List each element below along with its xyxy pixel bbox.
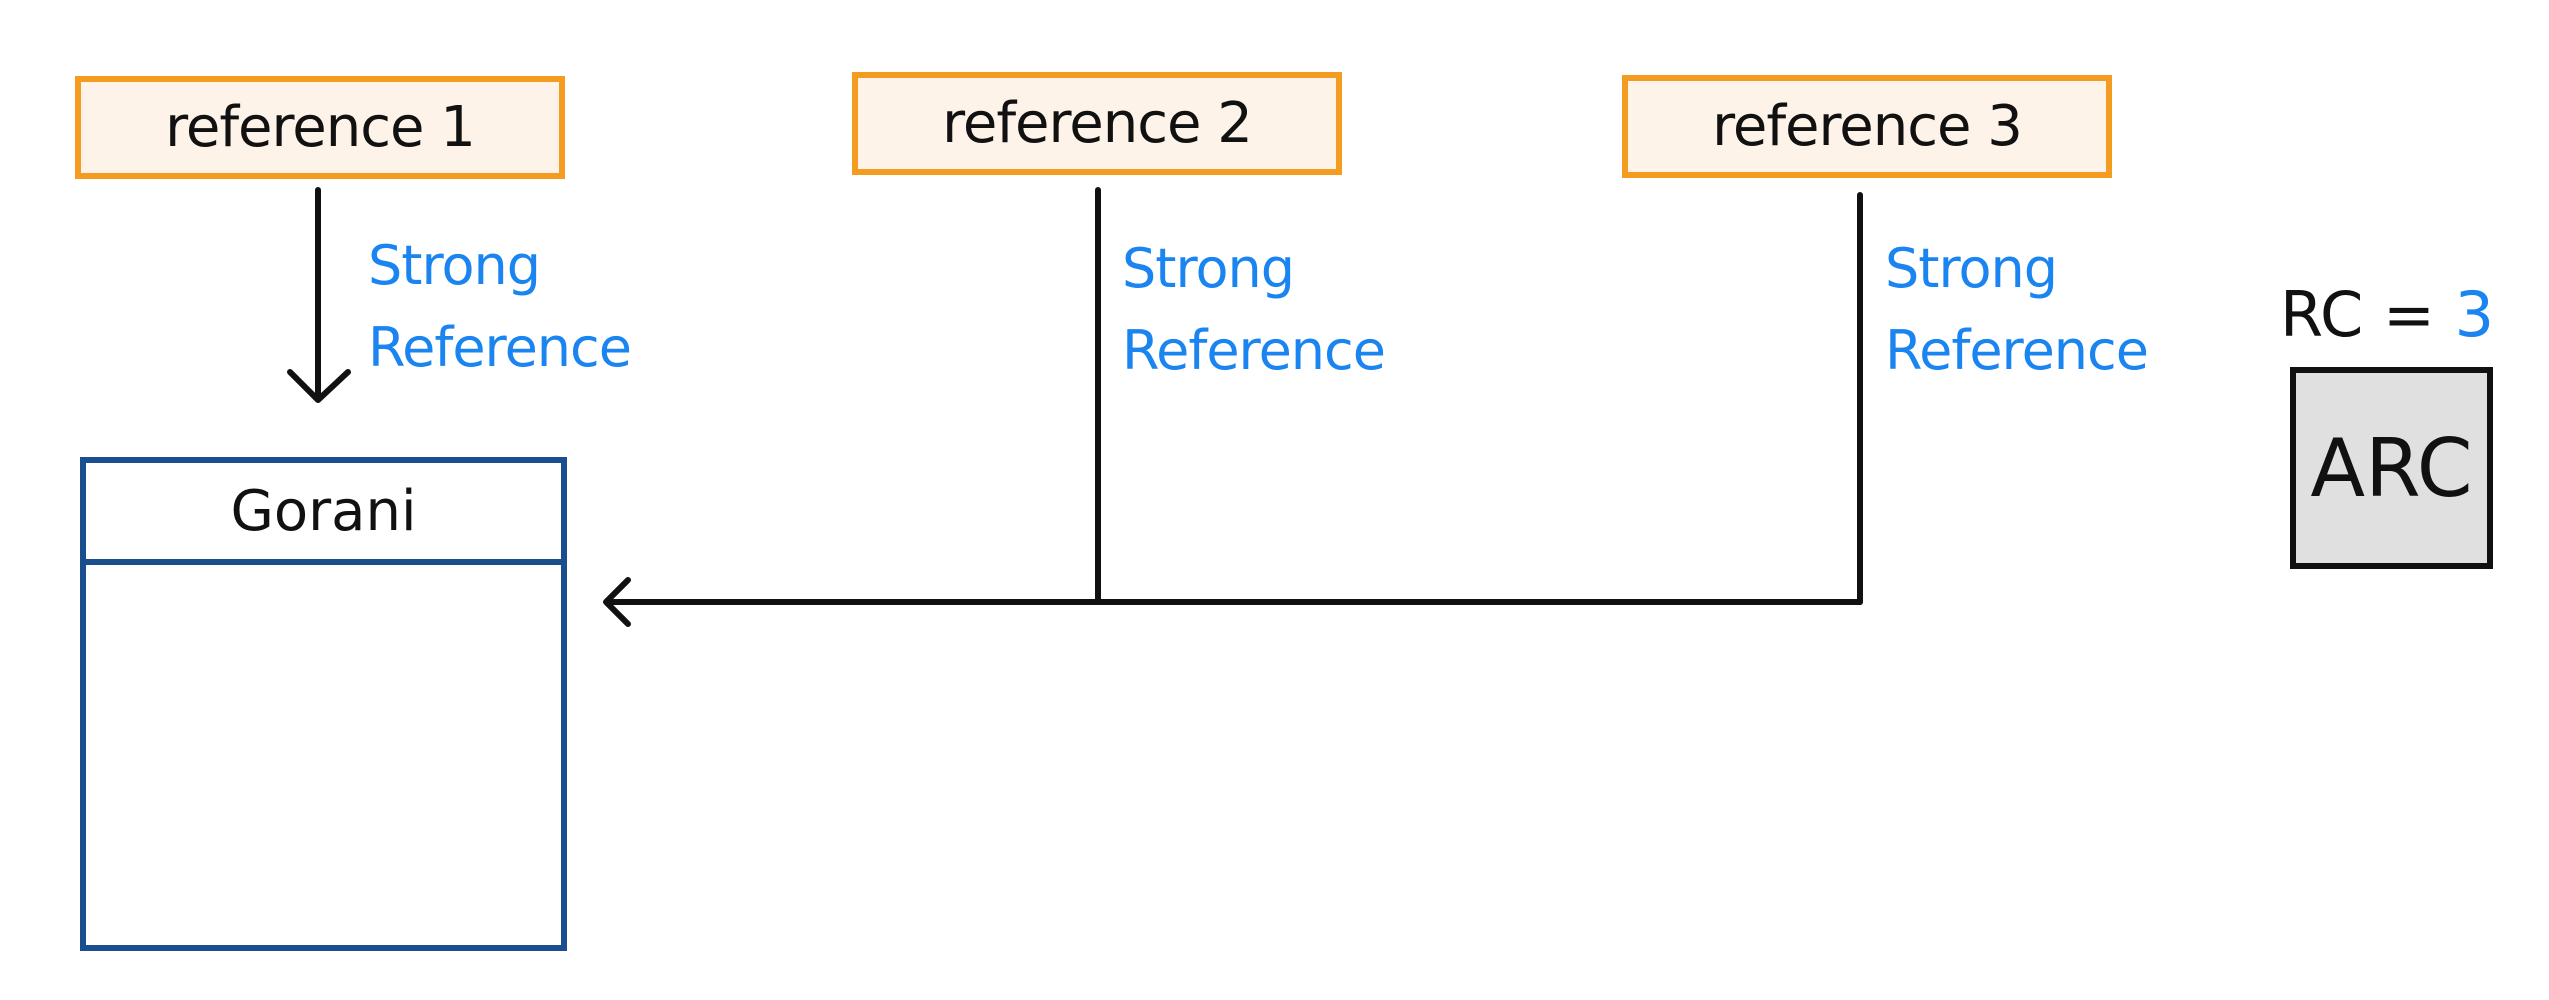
- reference-2-relation-label: Strong Reference: [1122, 228, 1386, 392]
- relation-line-2: Reference: [1122, 319, 1386, 382]
- relation-line-1: Strong: [368, 234, 541, 297]
- reference-3-label: reference 3: [1712, 94, 2023, 159]
- relation-line-2: Reference: [1885, 319, 2149, 382]
- arc-label: ARC: [2310, 421, 2473, 515]
- relation-line-1: Strong: [1885, 237, 2058, 300]
- gorani-object-box: Gorani: [80, 457, 567, 951]
- relation-line-2: Reference: [368, 316, 632, 379]
- gorani-class-name: Gorani: [230, 478, 417, 544]
- relation-line-1: Strong: [1122, 237, 1295, 300]
- reference-3-relation-label: Strong Reference: [1885, 228, 2149, 392]
- reference-2-label: reference 2: [942, 91, 1253, 156]
- reference-1-label: reference 1: [165, 95, 476, 160]
- reference-3-box: reference 3: [1622, 75, 2112, 178]
- reference-count-label: RC = 3: [2280, 278, 2494, 351]
- reference-count-prefix: RC =: [2280, 278, 2455, 351]
- reference-1-arrowhead: [287, 369, 351, 403]
- gorani-class-header: Gorani: [86, 463, 561, 565]
- reference-2-box: reference 2: [852, 72, 1342, 175]
- reference-1-box: reference 1: [75, 76, 565, 179]
- arc-box: ARC: [2290, 367, 2493, 569]
- reference-count-value: 3: [2454, 278, 2495, 351]
- gorani-arrowhead: [603, 577, 631, 627]
- reference-1-relation-label: Strong Reference: [368, 225, 632, 389]
